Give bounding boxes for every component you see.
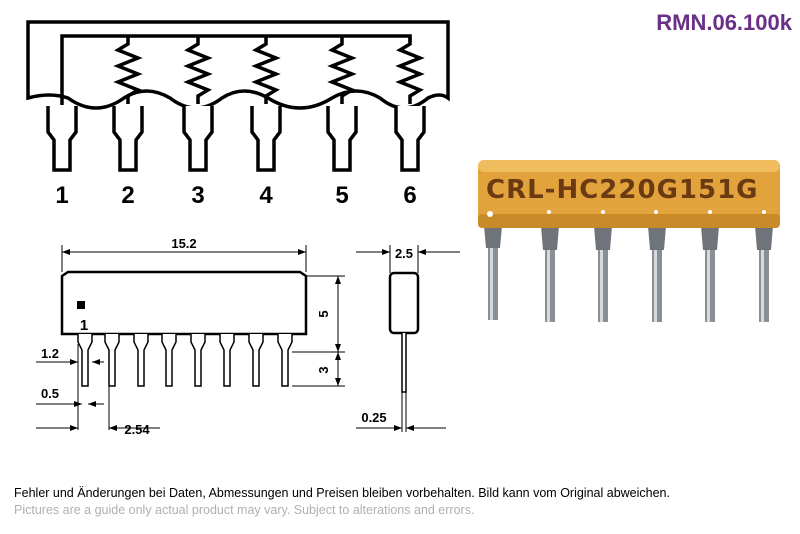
schematic-leads: [46, 106, 426, 172]
front-view-leads: [77, 334, 293, 387]
front-dimension-lines: [36, 245, 345, 430]
dim-lead-thickness-side: 0.25: [361, 410, 386, 425]
front-dimension-arrows: [62, 249, 341, 431]
schematic-lead-6: [394, 106, 426, 172]
dim-body-length: 15.2: [171, 236, 196, 251]
pin-label-4: 4: [259, 182, 273, 209]
resistor-5: [327, 36, 357, 104]
photo-leads: [488, 232, 769, 322]
side-view-drawing: [356, 245, 460, 432]
front-lead-8: [277, 334, 293, 387]
disclaimer-german: Fehler und Änderungen bei Daten, Abmessu…: [14, 486, 670, 500]
schematic-lead-3: [182, 106, 214, 172]
schematic-lead-1: [46, 106, 78, 172]
dim-body-height: 5: [316, 310, 331, 317]
front-view-drawing: [36, 245, 345, 431]
front-lead-4: [161, 334, 177, 387]
dim-lead-thickness: 0.5: [41, 386, 59, 401]
pin1-marker-label: 1: [80, 317, 88, 334]
front-lead-7: [248, 334, 264, 387]
dim-pitch: 2.54: [124, 422, 150, 437]
product-photo: CRL-HC220G151G: [478, 160, 780, 322]
schematic-lead-4: [250, 106, 282, 172]
side-view-lead: [401, 333, 407, 393]
front-lead-3: [133, 334, 149, 387]
photo-lead-shoulders: [484, 226, 773, 250]
front-view-body: [60, 270, 308, 336]
photo-body: [478, 160, 780, 228]
resistor-2: [113, 36, 143, 104]
photo-dots: [487, 210, 766, 217]
front-lead-2: [104, 334, 120, 387]
front-lead-5: [190, 334, 206, 387]
photo-marking: CRL-HC220G151G: [486, 175, 759, 205]
schematic: [26, 20, 450, 110]
pin-label-1: 1: [55, 182, 68, 209]
common-bus: [60, 34, 412, 105]
side-view-body: [388, 271, 420, 335]
schematic-lead-2: [112, 106, 144, 172]
part-code: RMN.06.100k: [656, 10, 792, 35]
dim-lead-width: 1.2: [41, 346, 59, 361]
dim-body-depth: 2.5: [395, 246, 413, 261]
dim-lead-length: 3: [316, 366, 331, 373]
schematic-lead-5: [326, 106, 358, 172]
resistor-3: [183, 36, 213, 104]
front-lead-6: [219, 334, 235, 387]
resistor-4: [251, 36, 281, 104]
pin-label-6: 6: [403, 182, 416, 209]
pin-label-2: 2: [121, 182, 134, 209]
front-lead-1: [77, 334, 93, 387]
disclaimer-english: Pictures are a guide only actual product…: [14, 503, 475, 517]
pin-label-3: 3: [191, 182, 204, 209]
resistor-6: [395, 36, 425, 104]
pin1-marker-square: [77, 301, 85, 309]
pin-label-5: 5: [335, 182, 348, 209]
